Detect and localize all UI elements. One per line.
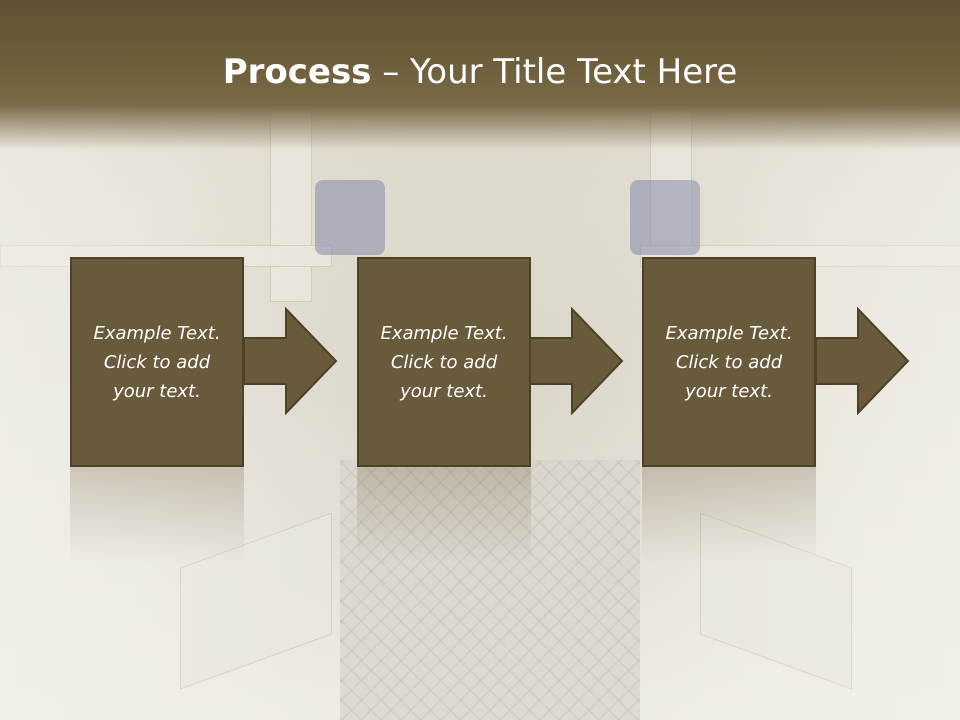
slide-title[interactable]: Process – Your Title Text Here: [222, 52, 738, 92]
arrow-right-icon: [816, 307, 910, 415]
step-text: Example Text. Click to add your text.: [380, 322, 508, 402]
title-bar: [0, 0, 960, 150]
step-reflection: [642, 467, 816, 587]
process-step-box[interactable]: Example Text. Click to add your text.: [642, 257, 816, 467]
process-step-box[interactable]: Example Text. Click to add your text.: [70, 257, 244, 467]
step-reflection: [70, 467, 244, 587]
arrow-right-icon: [244, 307, 338, 415]
step-reflection: [357, 467, 531, 587]
step-text: Example Text. Click to add your text.: [665, 322, 793, 402]
step-text: Example Text. Click to add your text.: [93, 322, 221, 402]
arrow-right-icon: [530, 307, 624, 415]
process-step-box[interactable]: Example Text. Click to add your text.: [357, 257, 531, 467]
